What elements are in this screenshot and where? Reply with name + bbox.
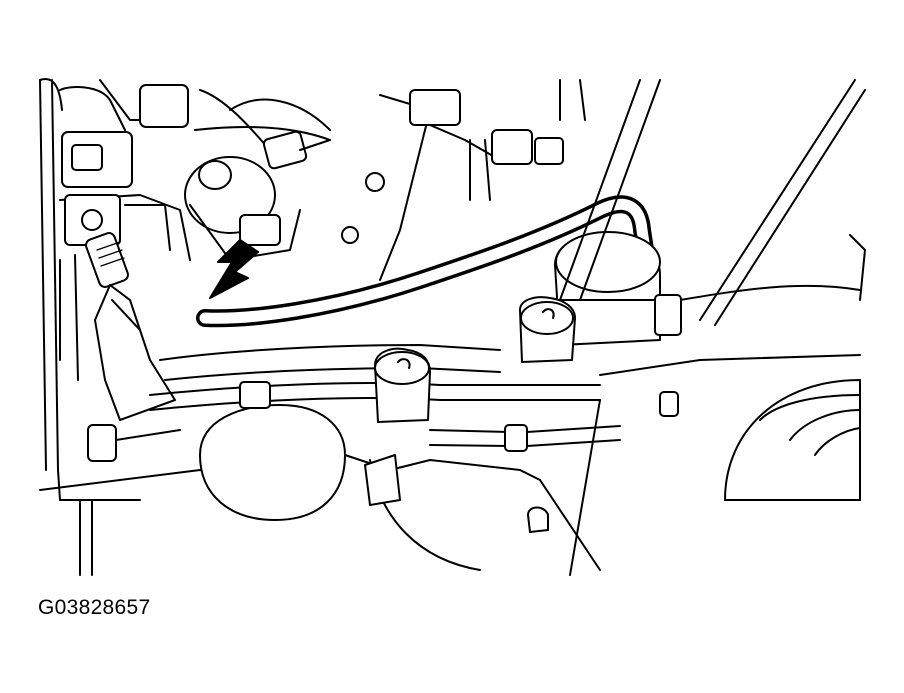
canister [554, 231, 661, 346]
upper-hoses [194, 79, 586, 281]
bottom-housing [344, 454, 601, 571]
left-frame-rails [39, 78, 231, 576]
callout-arrow [209, 239, 259, 299]
left-feed-hose [85, 232, 181, 462]
right-frame [559, 79, 866, 576]
reservoir-cap [199, 381, 346, 521]
valve-bodies [374, 296, 576, 423]
figure-code: G03828657 [38, 596, 151, 619]
left-component-cluster [59, 79, 191, 381]
highlighted-hose [196, 195, 654, 328]
pulley-housing [724, 379, 861, 501]
actuator-unit [184, 156, 385, 261]
